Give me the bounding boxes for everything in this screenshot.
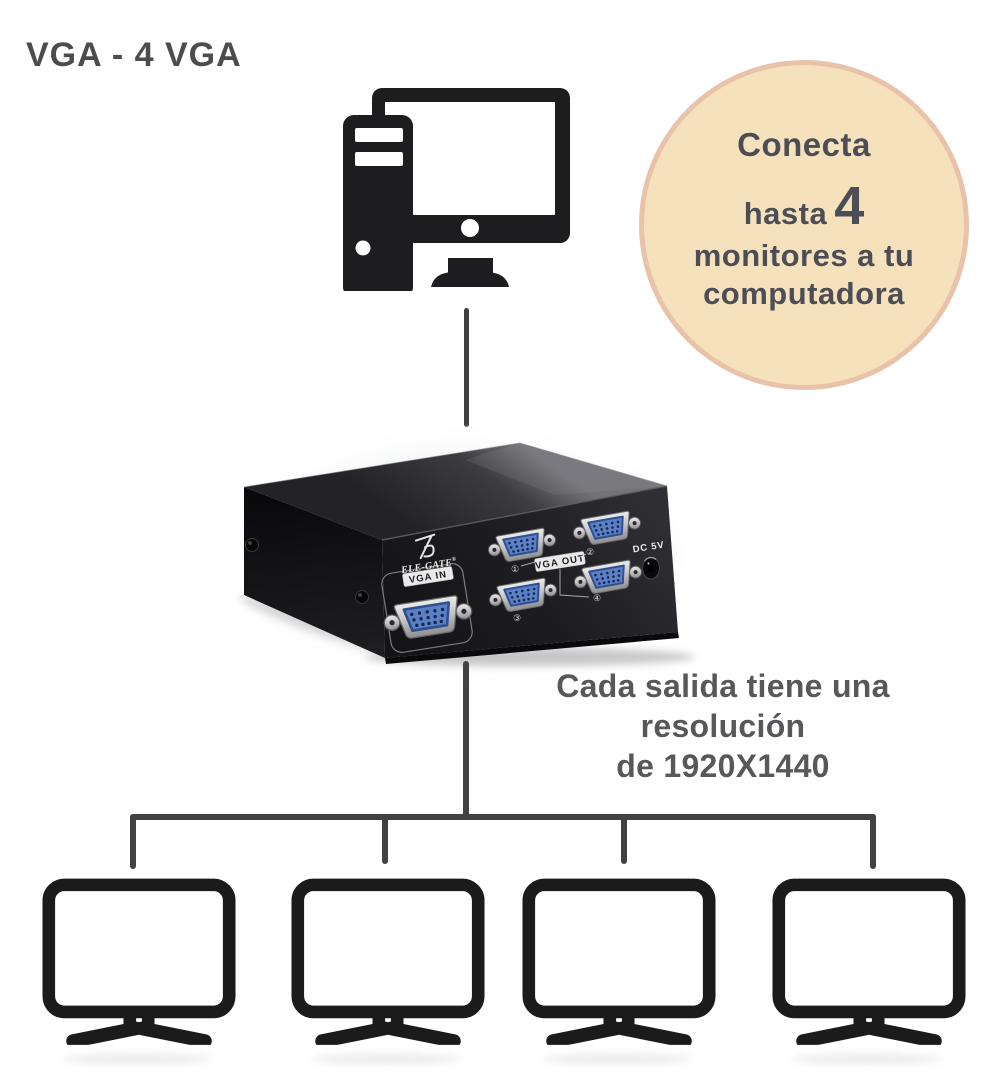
- vga-splitter-device: ELE-GATE® VGA IN VGA OUT ① ② ③ ④ DC 5V: [215, 425, 705, 690]
- monitor-reflection: [792, 1054, 942, 1064]
- splitter-bottom-lip: [385, 632, 679, 664]
- caption-line-2: resolución: [640, 708, 806, 744]
- cable-computer-to-splitter: [464, 308, 469, 427]
- port-number-4: ④: [593, 593, 601, 603]
- page-title: VGA - 4 VGA: [26, 36, 242, 74]
- cable-drop-monitor-1: [130, 814, 136, 869]
- monitor-reflection: [62, 1054, 212, 1064]
- port-number-2: ②: [586, 547, 594, 557]
- caption-line-1: Cada salida tiene una: [556, 668, 890, 704]
- dc-power-jack: [641, 556, 661, 580]
- cable-splitter-to-monitors: [463, 661, 469, 818]
- branch-line-horizontal: [130, 814, 876, 820]
- cable-drop-monitor-2: [382, 814, 388, 864]
- monitor-reflection: [542, 1054, 692, 1064]
- power-label: DC 5V: [632, 540, 665, 556]
- monitor-icon: [291, 878, 485, 1045]
- screw-icon: [355, 590, 369, 604]
- badge-hasta-text: hasta: [743, 196, 828, 231]
- desktop-computer-icon: [343, 88, 570, 291]
- badge-line-1: Conecta: [737, 126, 871, 163]
- cable-drop-monitor-3: [621, 814, 627, 864]
- splitter-top-face: [244, 443, 667, 540]
- caption-line-3: de 1920X1440: [616, 748, 830, 784]
- screw-icon: [245, 538, 259, 552]
- cable-drop-monitor-4: [870, 814, 876, 869]
- vga-in-outline: [381, 563, 473, 653]
- badge-line-4: computadora: [703, 276, 905, 311]
- monitor-icon: [772, 878, 966, 1045]
- monitor-icon: [522, 878, 716, 1045]
- top-sheen: [465, 443, 667, 495]
- resolution-caption: Cada salida tiene una resolución de 1920…: [543, 666, 903, 786]
- monitor-icon: [42, 878, 236, 1045]
- port-number-3: ③: [513, 613, 521, 623]
- badge-line-3: monitores a tu: [693, 238, 915, 273]
- back-edge-highlight: [243, 442, 668, 488]
- front-edge-highlight: [381, 485, 668, 541]
- badge-number-4: 4: [834, 176, 865, 236]
- vga-in-label: VGA IN: [402, 566, 454, 587]
- port-number-connectors: [516, 553, 590, 611]
- monitor-part: [372, 88, 570, 287]
- port-number-1: ①: [511, 564, 519, 574]
- splitter-left-face: [244, 487, 385, 658]
- tower-part: [343, 115, 413, 291]
- monitor-reflection: [311, 1054, 461, 1064]
